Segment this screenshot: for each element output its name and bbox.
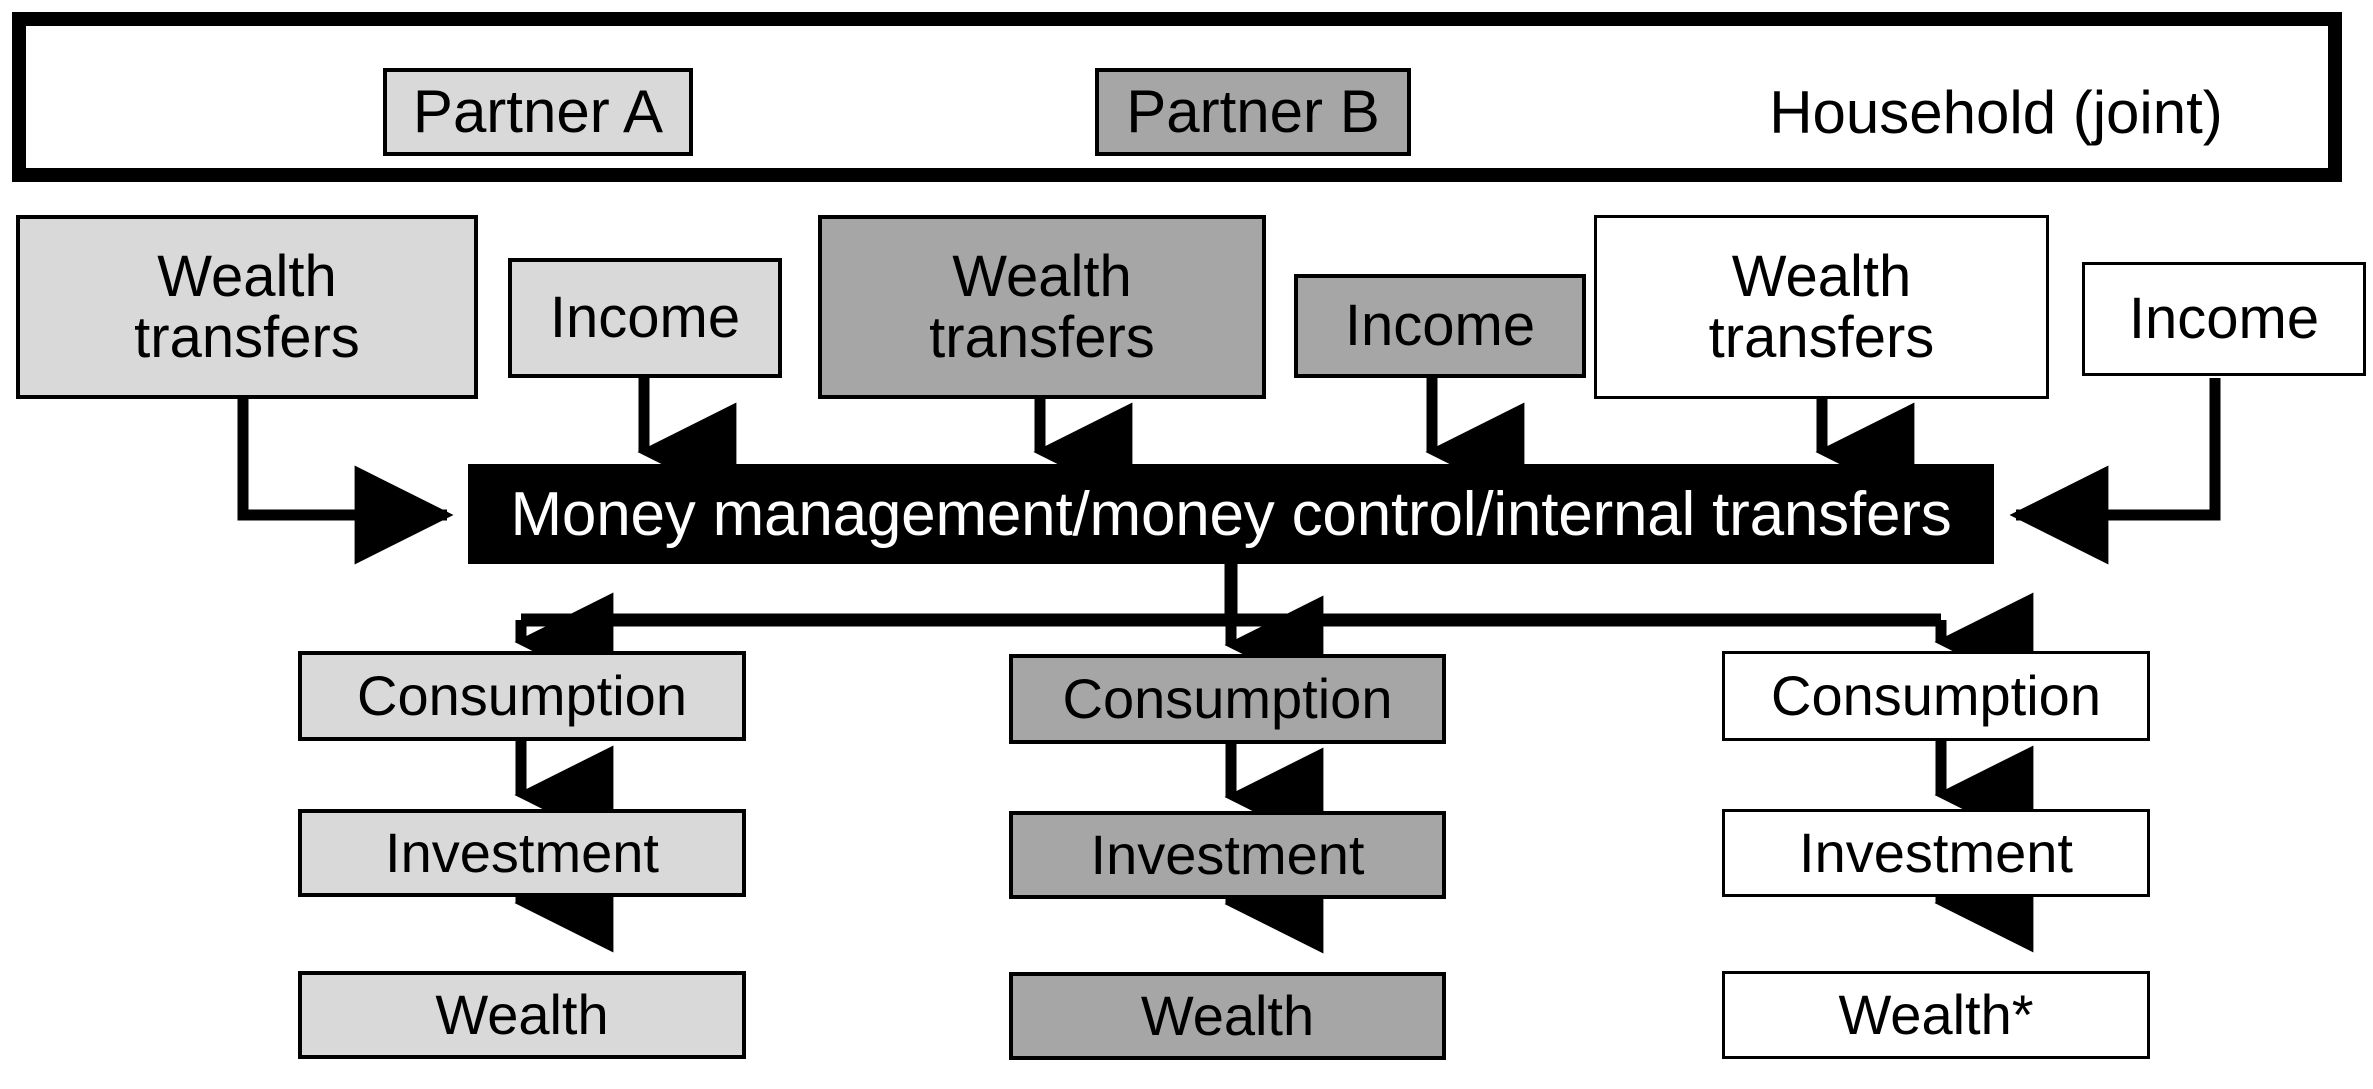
outcome-household-consumption: Consumption	[1722, 651, 2150, 741]
source-partner-a-income: Income	[508, 258, 782, 378]
source-partner-b-wealth-transfers-line1: Wealth	[952, 243, 1132, 309]
legend-item-household: Household (joint)	[1666, 68, 2326, 156]
outcome-household-investment: Investment	[1722, 809, 2150, 897]
outcome-partner-b-investment: Investment	[1009, 811, 1446, 899]
legend-item-partner-a: Partner A	[383, 68, 693, 156]
outcome-partner-b-investment-label: Investment	[1090, 823, 1365, 887]
legend-item-partner-b-label: Partner B	[1126, 78, 1380, 146]
outcome-partner-a-consumption: Consumption	[298, 651, 746, 741]
outcome-partner-a-investment-label: Investment	[385, 821, 659, 885]
outcome-household-investment-label: Investment	[1799, 821, 2073, 885]
outcome-partner-b-wealth-label: Wealth	[1140, 984, 1315, 1048]
arrow-partner-a-wealth-to-hub	[237, 398, 454, 565]
money-management-hub: Money management/money control/internal …	[468, 464, 1994, 564]
source-partner-b-income: Income	[1294, 274, 1586, 378]
source-household-income-label: Income	[2128, 286, 2320, 352]
outcome-partner-a-investment: Investment	[298, 809, 746, 897]
source-partner-b-wealth-transfers-line2: transfers	[929, 305, 1155, 370]
legend-item-partner-b: Partner B	[1095, 68, 1411, 156]
outcome-partner-a-consumption-label: Consumption	[357, 664, 687, 728]
outcome-partner-b-wealth: Wealth	[1009, 972, 1446, 1060]
money-management-hub-label: Money management/money control/internal …	[510, 479, 1952, 549]
source-household-wealth-transfers-line1: Wealth	[1731, 243, 1912, 309]
legend-item-partner-a-label: Partner A	[412, 78, 664, 146]
source-partner-b-income-label: Income	[1344, 293, 1536, 359]
outcome-partner-a-wealth: Wealth	[298, 971, 746, 1059]
outcome-partner-a-wealth-label: Wealth	[435, 983, 609, 1047]
outcome-household-wealth: Wealth*	[1722, 971, 2150, 1059]
source-partner-a-wealth-transfers-line2: transfers	[134, 305, 360, 370]
source-household-income: Income	[2082, 262, 2366, 376]
source-partner-a-wealth-transfers-line1: Wealth	[157, 243, 337, 309]
source-partner-a-wealth-transfers: Wealth transfers	[16, 215, 478, 399]
source-partner-a-income-label: Income	[549, 285, 741, 351]
source-household-wealth-transfers: Wealth transfers	[1594, 215, 2049, 399]
outcome-partner-b-consumption: Consumption	[1009, 654, 1446, 744]
source-partner-b-wealth-transfers: Wealth transfers	[818, 215, 1266, 399]
outcome-partner-b-consumption-label: Consumption	[1062, 667, 1393, 731]
legend-bar: Partner A Partner B Household (joint)	[12, 12, 2342, 182]
legend-item-household-label: Household (joint)	[1769, 78, 2223, 146]
outcome-household-wealth-label: Wealth*	[1838, 983, 2034, 1047]
source-household-wealth-transfers-line2: transfers	[1708, 305, 1935, 370]
outcome-household-consumption-label: Consumption	[1771, 664, 2101, 728]
